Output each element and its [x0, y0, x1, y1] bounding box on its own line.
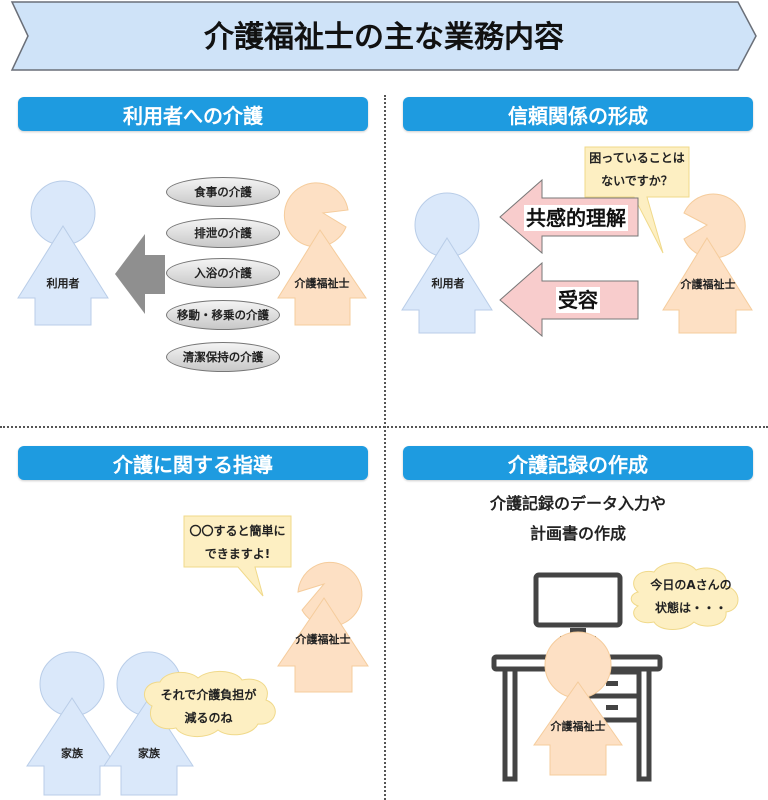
thought-text: 今日のAさんの 状態は・・・: [634, 574, 748, 620]
speech-text: 〇〇すると簡単に できますよ!: [184, 520, 291, 566]
page-title: 介護福祉士の主な業務内容: [204, 20, 564, 55]
title-banner: [10, 1, 757, 71]
desk-icon: [491, 654, 663, 782]
caregiver-figure: [662, 193, 753, 334]
speech-line: 〇〇すると簡単に: [189, 524, 286, 538]
section-header-care: 利用者への介護: [18, 97, 368, 131]
caregiver-label: 介護福祉士: [295, 633, 351, 646]
thought-cloud: [144, 671, 276, 737]
speech-line: ないですか？: [601, 174, 673, 188]
family-label: 家族: [138, 747, 160, 760]
thought-text: それで介護負担が 減るのね: [146, 684, 271, 730]
user-figure: [17, 180, 109, 326]
trust-illustration: [401, 146, 753, 338]
records-description: 介護記録のデータ入力や 計画書の作成: [403, 489, 753, 549]
thought-line: それで介護負担が: [160, 688, 257, 702]
care-illustration: [17, 180, 367, 326]
caregiver-figure: [277, 182, 367, 326]
family-figure: [26, 651, 117, 796]
gray-arrow: [115, 234, 165, 314]
description-line: 介護記録のデータ入力や: [489, 494, 666, 513]
vertical-divider: [384, 95, 386, 800]
guidance-illustration: [26, 515, 369, 796]
section-header-trust: 信頼関係の形成: [403, 97, 753, 131]
caregiver-label: 介護福祉士: [550, 720, 606, 733]
speech-line: 困っていることは: [589, 151, 685, 165]
thought-line: 状態は・・・: [654, 601, 727, 615]
speech-text: 困っていることは ないですか？: [585, 147, 689, 193]
empathy-label: 共感的理解: [524, 205, 628, 231]
thought-line: 今日のAさんの: [650, 578, 732, 592]
caregiver-label: 介護福祉士: [294, 277, 350, 290]
user-figure: [401, 192, 493, 334]
user-label: 利用者: [46, 277, 80, 290]
acceptance-label: 受容: [556, 287, 600, 313]
user-label: 利用者: [431, 277, 465, 290]
caregiver-label: 介護福祉士: [680, 278, 736, 291]
horizontal-divider: [0, 426, 768, 428]
care-item-pill: 入浴の介護: [166, 258, 280, 288]
family-label: 家族: [61, 747, 83, 760]
records-illustration: [491, 562, 739, 782]
care-item-pill: 食事の介護: [166, 177, 280, 207]
care-item-pill: 移動・移乗の介護: [166, 300, 280, 330]
speech-line: できますよ!: [204, 547, 271, 561]
thought-cloud: [630, 562, 739, 630]
caregiver-figure: [533, 631, 623, 776]
description-line: 計画書の作成: [529, 524, 626, 543]
care-item-pill: 排泄の介護: [166, 218, 280, 248]
caregiver-figure: [277, 561, 369, 693]
thought-line: 減るのね: [184, 711, 233, 725]
care-item-pill: 清潔保持の介護: [166, 342, 280, 372]
section-header-records: 介護記録の作成: [403, 446, 753, 480]
speech-bubble: [183, 515, 292, 597]
section-header-guidance: 介護に関する指導: [18, 446, 368, 480]
